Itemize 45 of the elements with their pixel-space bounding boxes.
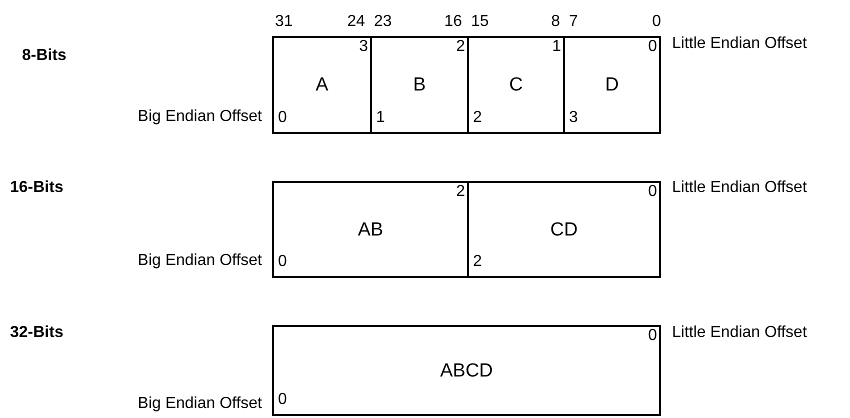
offset-label: Big Endian Offset: [138, 253, 262, 269]
byte-cell: [563, 36, 661, 134]
row-heading: 16-Bits: [10, 180, 64, 196]
big-endian-offset: 2: [473, 110, 482, 126]
byte-cell: [272, 36, 372, 134]
offset-label: Big Endian Offset: [138, 396, 262, 412]
byte-cell: [272, 181, 469, 278]
field-name: ABCD: [440, 361, 493, 380]
little-endian-offset: 0: [648, 184, 657, 200]
little-endian-offset: 0: [648, 39, 657, 55]
field-name: AB: [358, 220, 384, 239]
bit-number: 31: [275, 14, 293, 30]
big-endian-offset: 1: [376, 110, 385, 126]
byte-cell: [467, 181, 661, 278]
big-endian-offset: 0: [278, 110, 287, 126]
bit-number: 0: [652, 14, 661, 30]
bit-number: 8: [551, 14, 560, 30]
bit-number: 23: [374, 14, 392, 30]
little-endian-offset: 1: [552, 39, 561, 55]
offset-label: Little Endian Offset: [672, 325, 807, 341]
little-endian-offset: 2: [456, 184, 465, 200]
little-endian-offset: 0: [648, 328, 657, 344]
field-name: B: [413, 76, 426, 94]
big-endian-offset: 2: [473, 254, 482, 270]
bit-number: 15: [471, 14, 489, 30]
field-name: D: [605, 76, 619, 94]
offset-label: Big Endian Offset: [138, 109, 262, 125]
offset-label: Little Endian Offset: [672, 180, 807, 196]
bit-number: 24: [347, 14, 365, 30]
field-name: A: [316, 76, 328, 94]
little-endian-offset: 3: [359, 39, 368, 55]
row-heading: 8-Bits: [22, 48, 66, 64]
bit-number: 16: [444, 14, 462, 30]
field-name: CD: [550, 220, 578, 239]
byte-cell: [467, 36, 565, 134]
offset-label: Little Endian Offset: [672, 36, 807, 52]
row-heading: 32-Bits: [10, 325, 64, 341]
byte-cell: [370, 36, 469, 134]
byte-cell: [272, 325, 661, 416]
big-endian-offset: 0: [278, 392, 287, 408]
field-name: C: [509, 76, 523, 94]
little-endian-offset: 2: [456, 39, 465, 55]
bit-number: 7: [569, 14, 578, 30]
big-endian-offset: 3: [569, 110, 578, 126]
big-endian-offset: 0: [278, 254, 287, 270]
